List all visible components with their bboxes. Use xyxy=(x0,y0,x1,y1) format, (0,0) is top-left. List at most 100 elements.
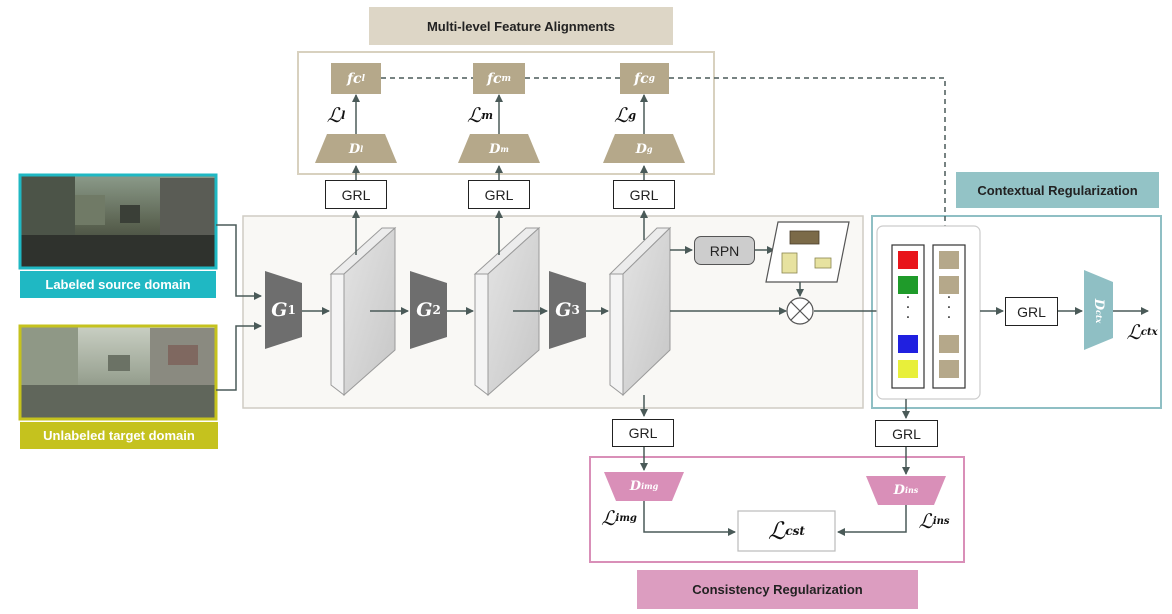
grl-box-img: GRL xyxy=(612,419,674,447)
loss-l-letter: ℒ xyxy=(326,103,342,127)
loss-img-sub: img xyxy=(615,512,637,524)
instance-feature-4 xyxy=(939,360,959,378)
generator-3-sub: 3 xyxy=(571,303,580,317)
grl-box-ctx: GRL xyxy=(1005,297,1058,326)
grl-box-ins: GRL xyxy=(875,420,938,447)
loss-cst-letter: ℒ xyxy=(768,517,786,545)
disc-m-sub: m xyxy=(500,144,509,154)
loss-l-sub: l xyxy=(341,108,346,122)
context-title: Contextual Regularization xyxy=(956,172,1159,208)
svg-text:·: · xyxy=(947,310,951,326)
generator-1-letter: G xyxy=(271,299,288,321)
instance-vector-1 xyxy=(898,251,918,269)
loss-g-letter: ℒ xyxy=(613,103,629,127)
disc-g-shape xyxy=(603,134,685,163)
disc-ins-shape xyxy=(866,476,946,505)
loss-m-sub: m xyxy=(481,108,494,122)
loss-ins-letter: ℒ xyxy=(918,509,933,533)
consistency-title: Consistency Regularization xyxy=(637,570,918,609)
instance-vector-4 xyxy=(898,360,918,378)
grl-box-g: GRL xyxy=(613,180,675,209)
disc-ctx-shape xyxy=(1084,270,1113,350)
svg-text:·: · xyxy=(906,300,910,316)
disc-g-sub: g xyxy=(646,144,653,154)
disc-ctx-letter: D xyxy=(1091,298,1107,310)
instance-feature-2 xyxy=(939,276,959,294)
fc-g-sub: g xyxy=(648,73,655,84)
loss-cst-sub: cst xyxy=(785,524,805,538)
fc-l-label: fc xyxy=(347,70,362,87)
disc-g-letter: D xyxy=(635,141,647,157)
disc-m-letter: D xyxy=(489,141,501,157)
loss-ins-sub: ins xyxy=(932,515,950,527)
svg-text:·: · xyxy=(947,300,951,316)
svg-text:·: · xyxy=(906,290,910,306)
generator-2-letter: G xyxy=(416,299,433,321)
disc-img-shape xyxy=(604,472,684,501)
alignment-title: Multi-level Feature Alignments xyxy=(369,7,673,45)
alignment-frame xyxy=(297,51,715,175)
disc-l-shape xyxy=(315,134,397,163)
proposal-map xyxy=(765,221,850,283)
disc-l-letter: D xyxy=(348,141,361,157)
disc-img-sub: img xyxy=(641,481,659,491)
instance-feature-1 xyxy=(939,251,959,269)
instance-vector-2 xyxy=(898,276,918,294)
disc-m-shape xyxy=(458,134,540,163)
rpn-box: RPN xyxy=(694,236,755,265)
source-domain-label: Labeled source domain xyxy=(20,271,216,298)
loss-img-letter: ℒ xyxy=(601,506,616,530)
generator-3-shape xyxy=(549,271,586,349)
feature-plate-3 xyxy=(608,226,672,397)
generator-1-sub: 1 xyxy=(287,303,296,317)
fc-m-sub: m xyxy=(501,73,512,84)
disc-l-sub: l xyxy=(360,144,364,154)
roi-multiply-node xyxy=(786,297,814,325)
context-frame xyxy=(871,215,1162,409)
loss-g-sub: g xyxy=(628,108,637,122)
fc-m-label: fc xyxy=(486,70,502,87)
disc-ctx-sub: ctx xyxy=(1094,309,1104,324)
dashed-context-link xyxy=(381,77,946,245)
generator-1-shape xyxy=(265,271,302,349)
consistency-frame xyxy=(589,456,965,563)
svg-text:·: · xyxy=(906,310,910,326)
disc-ins-sub: ins xyxy=(904,485,919,495)
disc-img-letter: D xyxy=(629,478,642,494)
target-domain-label: Unlabeled target domain xyxy=(20,422,218,449)
grl-box-l: GRL xyxy=(325,180,387,209)
generator-2-shape xyxy=(410,271,447,349)
target-connector xyxy=(216,322,262,391)
loss-ctx-letter: ℒ xyxy=(1126,320,1141,344)
loss-m-letter: ℒ xyxy=(466,103,482,127)
source-image xyxy=(18,173,218,270)
feature-plate-1 xyxy=(329,226,397,397)
fc-g-label: fc xyxy=(634,70,649,87)
instance-color-vectors xyxy=(898,251,918,378)
fc-l-sub: l xyxy=(361,73,365,84)
grl-box-m: GRL xyxy=(468,180,530,209)
generator-2-sub: 2 xyxy=(432,303,441,317)
instance-vector-3 xyxy=(898,335,918,353)
disc-ins-letter: D xyxy=(893,482,905,498)
instance-feature-3 xyxy=(939,335,959,353)
